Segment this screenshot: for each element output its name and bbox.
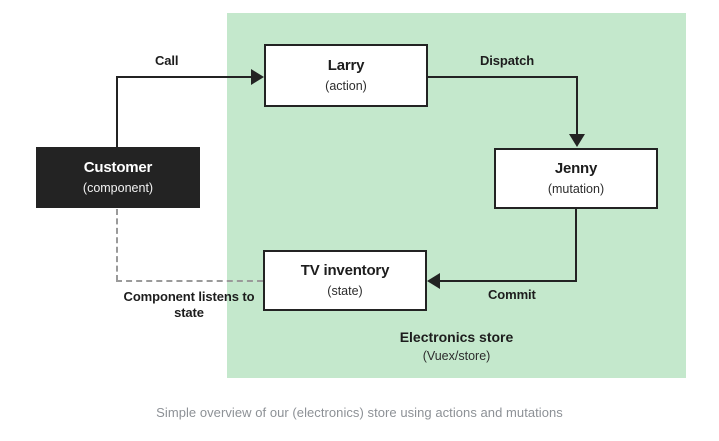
node-jenny-subtitle: (mutation) <box>547 181 605 196</box>
node-customer-title: Customer <box>83 159 153 176</box>
commit-edge-vertical-segment <box>575 209 577 282</box>
node-jenny-title: Jenny <box>554 160 598 177</box>
listens-edge-vertical-segment <box>116 209 118 281</box>
store-caption: Electronics store (Vuex/store) <box>227 328 686 364</box>
edge-label-call: Call <box>155 53 179 68</box>
node-tv-inventory[interactable]: TV inventory (state) <box>263 250 427 311</box>
node-larry-subtitle: (action) <box>325 78 367 93</box>
call-edge-vertical-segment <box>116 76 118 149</box>
dispatch-edge-horizontal-segment <box>428 76 578 78</box>
node-larry[interactable]: Larry (action) <box>264 44 428 107</box>
node-jenny[interactable]: Jenny (mutation) <box>494 148 658 209</box>
call-arrowhead-icon <box>251 69 264 85</box>
commit-arrowhead-icon <box>427 273 440 289</box>
node-customer-subtitle: (component) <box>82 180 154 195</box>
figure-caption: Simple overview of our (electronics) sto… <box>156 405 563 420</box>
node-larry-title: Larry <box>327 57 365 74</box>
node-tv-inventory-subtitle: (state) <box>327 283 363 298</box>
node-customer[interactable]: Customer (component) <box>36 147 200 208</box>
listens-edge-horizontal-segment <box>116 280 263 282</box>
dispatch-arrowhead-icon <box>569 134 585 147</box>
call-edge-horizontal-segment <box>116 76 253 78</box>
store-subtitle: (Vuex/store) <box>422 349 491 364</box>
edge-label-component-listens-to-state: Component listens to state <box>123 289 255 321</box>
edge-label-commit: Commit <box>488 287 536 302</box>
edge-label-dispatch: Dispatch <box>480 53 535 68</box>
commit-edge-horizontal-segment <box>440 280 577 282</box>
dispatch-edge-vertical-segment <box>576 76 578 136</box>
store-title: Electronics store <box>399 329 514 345</box>
node-tv-inventory-title: TV inventory <box>300 262 390 279</box>
